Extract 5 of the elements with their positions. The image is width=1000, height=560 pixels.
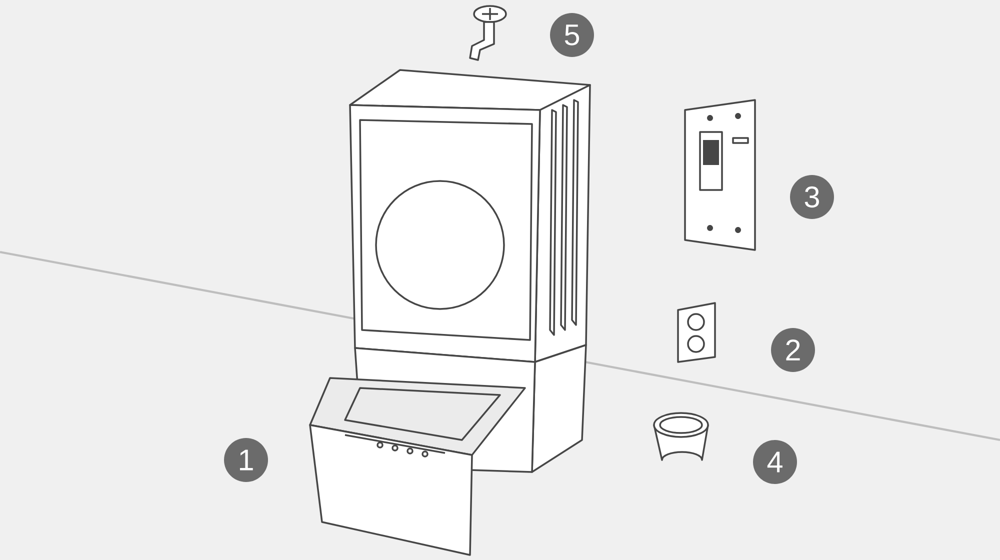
callout-number: 1 bbox=[224, 438, 268, 482]
callout-number: 2 bbox=[771, 328, 815, 372]
callout-number: 3 bbox=[790, 175, 834, 219]
callout-number: 5 bbox=[550, 13, 594, 57]
callout-number: 4 bbox=[753, 440, 797, 484]
